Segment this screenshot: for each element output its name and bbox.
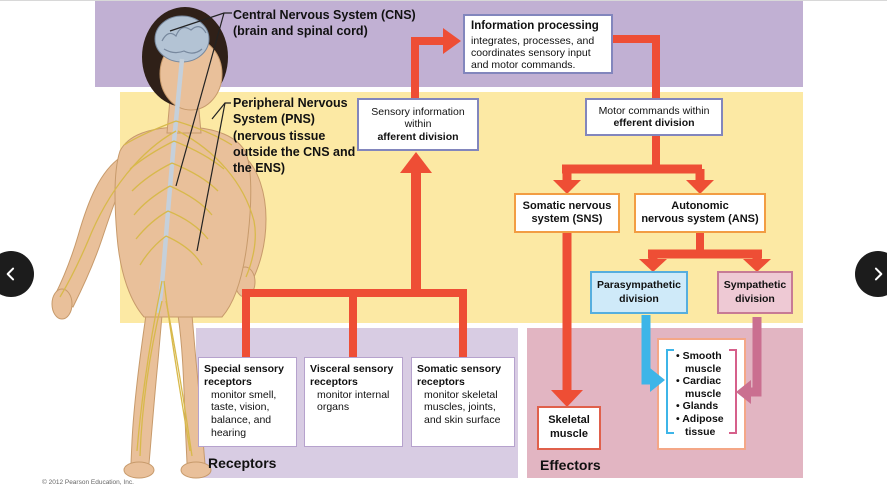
information-processing-body: integrates, processes, and coordinates s…: [471, 34, 595, 72]
pns-label-title: Peripheral Nervous System (PNS): [233, 96, 348, 127]
effectors-section-label: Effectors: [540, 457, 601, 473]
sympathetic-bracket: [729, 349, 737, 434]
afferent-division-box: Sensory information within afferent divi…: [357, 98, 479, 151]
autonomic-nervous-system-box: Autonomic nervous system (ANS): [634, 193, 766, 233]
cns-label: Central Nervous System (CNS) (brain and …: [233, 7, 443, 40]
autonomic-effectors-box: Smooth muscle Cardiac muscle Glands Adip…: [657, 338, 746, 450]
sns-line1: Somatic nervous: [522, 200, 612, 213]
receptor-box-title: Special sensory receptors: [204, 363, 284, 388]
skeletal-muscle-label: Skeletal muscle: [548, 414, 590, 440]
information-processing-title: Information processing: [471, 20, 599, 32]
receptor-box-title: Visceral sensory receptors: [310, 363, 394, 388]
skeletal-muscle-box: Skeletal muscle: [537, 406, 601, 450]
cns-region-band: [95, 1, 803, 87]
effector-item: Cardiac muscle: [676, 375, 730, 400]
effector-item: Glands: [676, 400, 730, 413]
sns-line2: system (SNS): [531, 213, 603, 225]
receptors-section-label: Receptors: [208, 455, 277, 471]
cns-label-title: Central Nervous System (CNS): [233, 8, 416, 22]
parasympathetic-division-box: Parasympathetic division: [590, 271, 688, 314]
efferent-division-name: efferent division: [613, 117, 695, 129]
sympathetic-division-box: Sympathetic division: [717, 271, 793, 314]
parasympathetic-bracket: [666, 349, 674, 434]
prev-slide-button[interactable]: [0, 251, 34, 297]
special-sensory-receptors-box: Special sensory receptors monitor smell,…: [198, 357, 297, 447]
pns-label: Peripheral Nervous System (PNS) (nervous…: [233, 95, 357, 176]
receptor-box-description: monitor smell, taste, vision, balance, a…: [211, 388, 277, 439]
pns-label-subtitle: (nervous tissue outside the CNS and the …: [233, 128, 356, 176]
effector-item: Adipose tissue: [676, 413, 730, 438]
visceral-sensory-receptors-box: Visceral sensory receptors monitor inter…: [304, 357, 403, 447]
chevron-left-icon: [6, 267, 15, 281]
sympathetic-label: Sympathetic division: [723, 279, 787, 305]
parasympathetic-label: Parasympathetic division: [596, 279, 682, 305]
copyright-text: © 2012 Pearson Education, Inc.: [42, 479, 134, 486]
receptor-box-description: monitor internal organs: [317, 388, 390, 414]
chevron-right-icon: [874, 267, 883, 281]
afferent-division-text: Sensory information within: [371, 105, 465, 131]
efferent-division-text: Motor commands within: [598, 104, 710, 117]
receptor-box-description: monitor skeletal muscles, joints, and sk…: [424, 388, 501, 427]
efferent-division-box: Motor commands within efferent division: [585, 98, 723, 136]
cns-label-subtitle: (brain and spinal cord): [233, 24, 368, 39]
ans-line1: Autonomic: [671, 200, 729, 213]
somatic-sensory-receptors-box: Somatic sensory receptors monitor skelet…: [411, 357, 515, 447]
afferent-division-name: afferent division: [377, 130, 459, 143]
receptor-box-title: Somatic sensory receptors: [417, 363, 502, 388]
ans-line2: nervous system (ANS): [641, 213, 759, 225]
somatic-nervous-system-box: Somatic nervous system (SNS): [514, 193, 620, 233]
effector-item: Smooth muscle: [676, 350, 730, 375]
next-slide-button[interactable]: [855, 251, 887, 297]
information-processing-box: Information processing integrates, proce…: [463, 14, 613, 74]
